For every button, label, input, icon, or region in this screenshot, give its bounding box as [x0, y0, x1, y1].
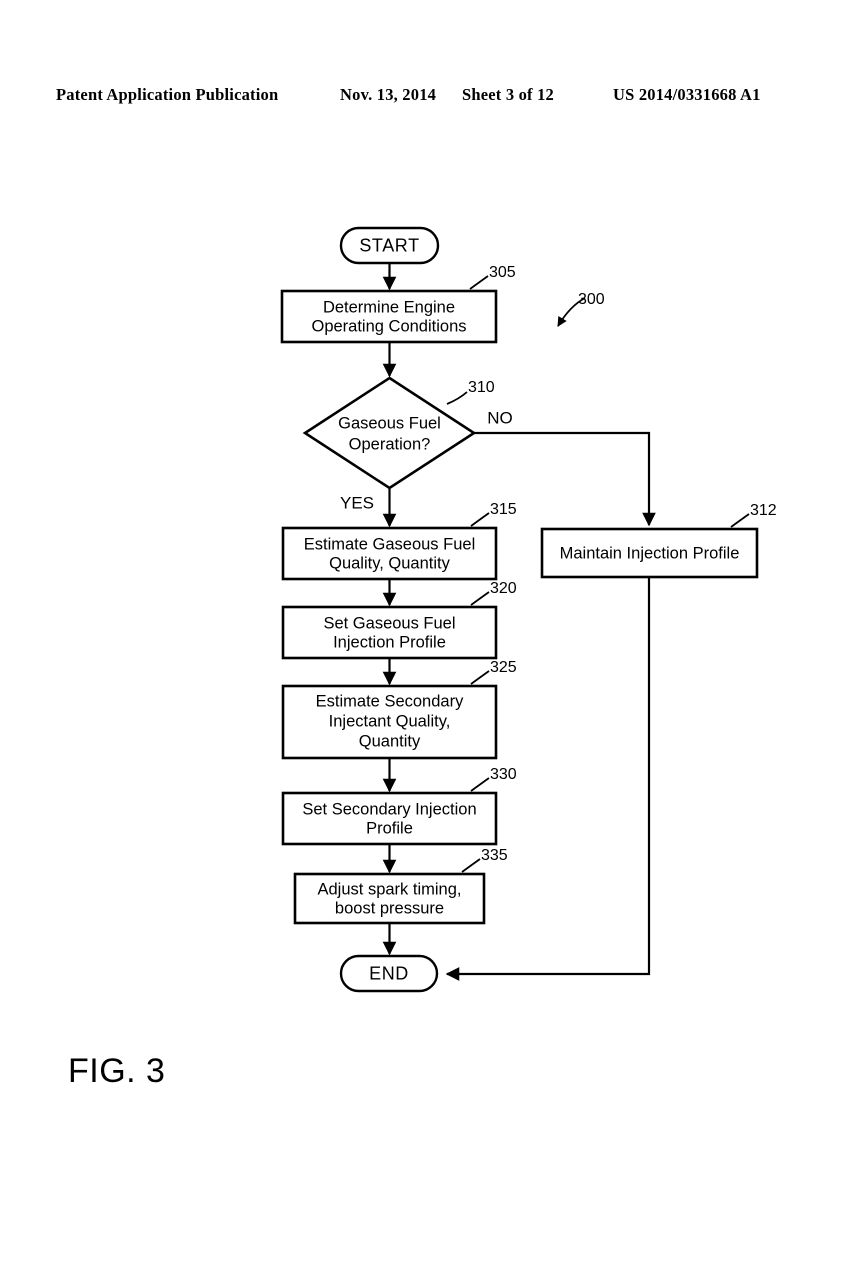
node-325: Estimate Secondary Injectant Quality, Qu…	[281, 684, 498, 760]
start-label: START	[359, 235, 419, 255]
leader-305	[469, 275, 489, 290]
node-320-line2: Injection Profile	[333, 633, 446, 651]
ref-label-320: 320	[490, 580, 517, 597]
node-335: Adjust spark timing, boost pressure	[293, 872, 486, 925]
ref-label-312: 312	[750, 502, 777, 519]
node-310: Gaseous Fuel Operation?	[302, 376, 477, 490]
node-310-shape	[302, 376, 477, 490]
leader-315	[470, 512, 490, 527]
ref-label-315: 315	[490, 501, 517, 518]
leader-325	[470, 670, 490, 685]
page-header: Patent Application Publication Nov. 13, …	[0, 85, 852, 111]
ref-label-310: 310	[468, 379, 495, 396]
node-end: END	[339, 954, 439, 993]
node-320-shape	[281, 605, 498, 660]
ref-label-325: 325	[490, 659, 517, 676]
ref-label-335: 335	[481, 847, 508, 864]
leader-335	[461, 858, 481, 873]
branch-label-yes: YES	[340, 493, 374, 512]
node-325-line3: Quantity	[359, 732, 421, 750]
leader-320	[470, 591, 490, 606]
node-310-line2: Operation?	[349, 435, 431, 453]
header-date: Nov. 13, 2014	[340, 85, 437, 104]
branch-label-no: NO	[487, 408, 513, 427]
node-335-line1: Adjust spark timing,	[318, 880, 462, 898]
node-315-line2: Quality, Quantity	[329, 554, 450, 572]
node-305-line1: Determine Engine	[323, 298, 455, 316]
node-310-line1: Gaseous Fuel	[338, 414, 441, 432]
leader-312	[730, 513, 750, 528]
leader-300	[557, 297, 586, 327]
header-publication: Patent Application Publication	[56, 85, 279, 104]
node-305: Determine Engine Operating Conditions	[280, 289, 498, 344]
header-sheet: Sheet 3 of 12	[462, 85, 554, 104]
header-document-number: US 2014/0331668 A1	[613, 85, 761, 104]
node-start: START	[339, 226, 440, 265]
leader-330	[470, 777, 490, 792]
node-315: Estimate Gaseous Fuel Quality, Quantity	[281, 526, 498, 581]
node-305-line2: Operating Conditions	[311, 317, 466, 335]
node-330-line1: Set Secondary Injection	[302, 800, 476, 818]
edge-312-to-end	[445, 577, 651, 981]
node-312-line1: Maintain Injection Profile	[560, 544, 740, 562]
node-312: Maintain Injection Profile	[540, 527, 759, 579]
end-shape	[339, 954, 439, 993]
figure-caption: FIG. 3	[68, 1052, 166, 1090]
end-label: END	[369, 963, 409, 983]
leader-310	[446, 391, 468, 405]
node-325-line2: Injectant Quality,	[329, 712, 451, 730]
ref-label-330: 330	[490, 766, 517, 783]
node-335-shape	[293, 872, 486, 925]
node-320-line1: Set Gaseous Fuel	[323, 614, 455, 632]
node-320: Set Gaseous Fuel Injection Profile	[281, 605, 498, 660]
node-335-line2: boost pressure	[335, 899, 444, 917]
ref-label-300: 300	[578, 291, 605, 308]
edge-310-no-to-312	[474, 431, 656, 527]
node-325-line1: Estimate Secondary	[316, 692, 464, 710]
node-315-shape	[281, 526, 498, 581]
node-315-line1: Estimate Gaseous Fuel	[304, 535, 476, 553]
node-330-line2: Profile	[366, 819, 413, 837]
ref-label-305: 305	[489, 264, 516, 281]
node-330: Set Secondary Injection Profile	[281, 791, 498, 846]
